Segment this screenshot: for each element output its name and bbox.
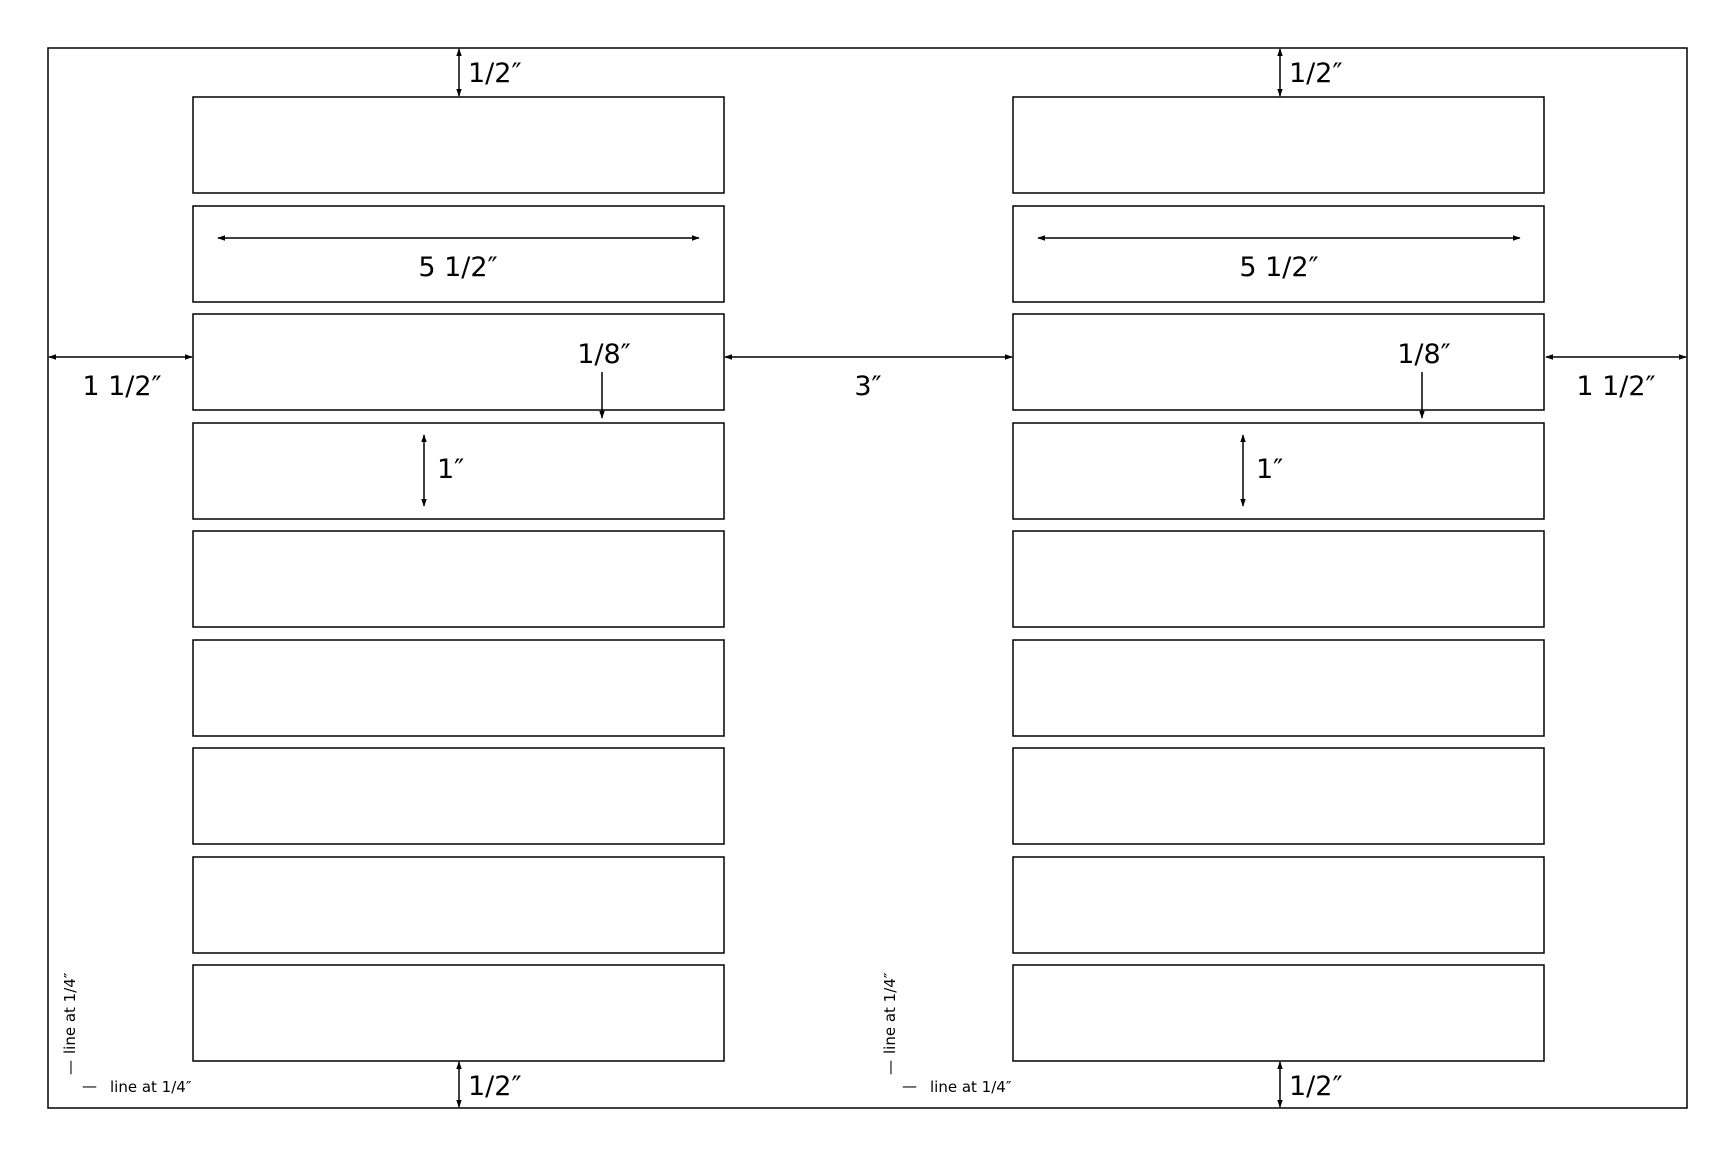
label-box-left-8 [192,856,725,954]
bottom-margin-label-left: 1/2″ [468,1071,522,1102]
left-column-dimensions: 1/2″ 5 1/2″ 1 1/2″ 1/8″ 1″ 1/2″ —line at… [48,48,700,1108]
label-box-right-2 [1012,205,1545,303]
label-box-left-1 [192,96,725,194]
label-width-label-right: 5 1/2″ [1239,252,1318,283]
sheet-border [47,47,1688,1109]
label-grid [192,96,1545,1062]
label-box-right-4 [1012,422,1545,520]
label-box-left-4 [192,422,725,520]
label-height-label-right: 1″ [1256,454,1283,485]
vertical-line-note-right: —line at 1/4″ [881,972,899,1075]
right-column-dimensions: 1/2″ 5 1/2″ 1 1/2″ 1/8″ 1″ 1/2″ —line at… [881,48,1687,1108]
label-box-left-3 [192,313,725,411]
label-box-left-5 [192,530,725,628]
label-box-right-1 [1012,96,1545,194]
dash-mark-left: — [82,1077,97,1095]
label-box-right-8 [1012,856,1545,954]
label-box-right-3 [1012,313,1545,411]
horizontal-line-note-right: line at 1/4″ [930,1078,1012,1096]
vertical-line-note-left: —line at 1/4″ [61,972,79,1075]
label-width-label-left: 5 1/2″ [418,252,497,283]
gutter-label: 3″ [854,371,881,402]
gutter-dimension: 3″ [724,354,1013,402]
label-gap-label-left: 1/8″ [577,339,631,370]
label-gap-label-right: 1/8″ [1397,339,1451,370]
side-margin-label-left: 1 1/2″ [82,371,161,402]
top-margin-label-right: 1/2″ [1289,58,1343,89]
label-box-right-5 [1012,530,1545,628]
label-box-right-9 [1012,964,1545,1062]
label-box-left-9 [192,964,725,1062]
top-margin-label-left: 1/2″ [468,58,522,89]
label-box-right-6 [1012,639,1545,737]
label-box-left-7 [192,747,725,845]
horizontal-line-note-left: line at 1/4″ [110,1078,192,1096]
label-box-left-2 [192,205,725,303]
side-margin-label-right: 1 1/2″ [1576,371,1655,402]
label-box-left-6 [192,639,725,737]
dash-mark-right: — [902,1077,917,1095]
bottom-margin-label-right: 1/2″ [1289,1071,1343,1102]
label-height-label-left: 1″ [437,454,464,485]
label-box-right-7 [1012,747,1545,845]
